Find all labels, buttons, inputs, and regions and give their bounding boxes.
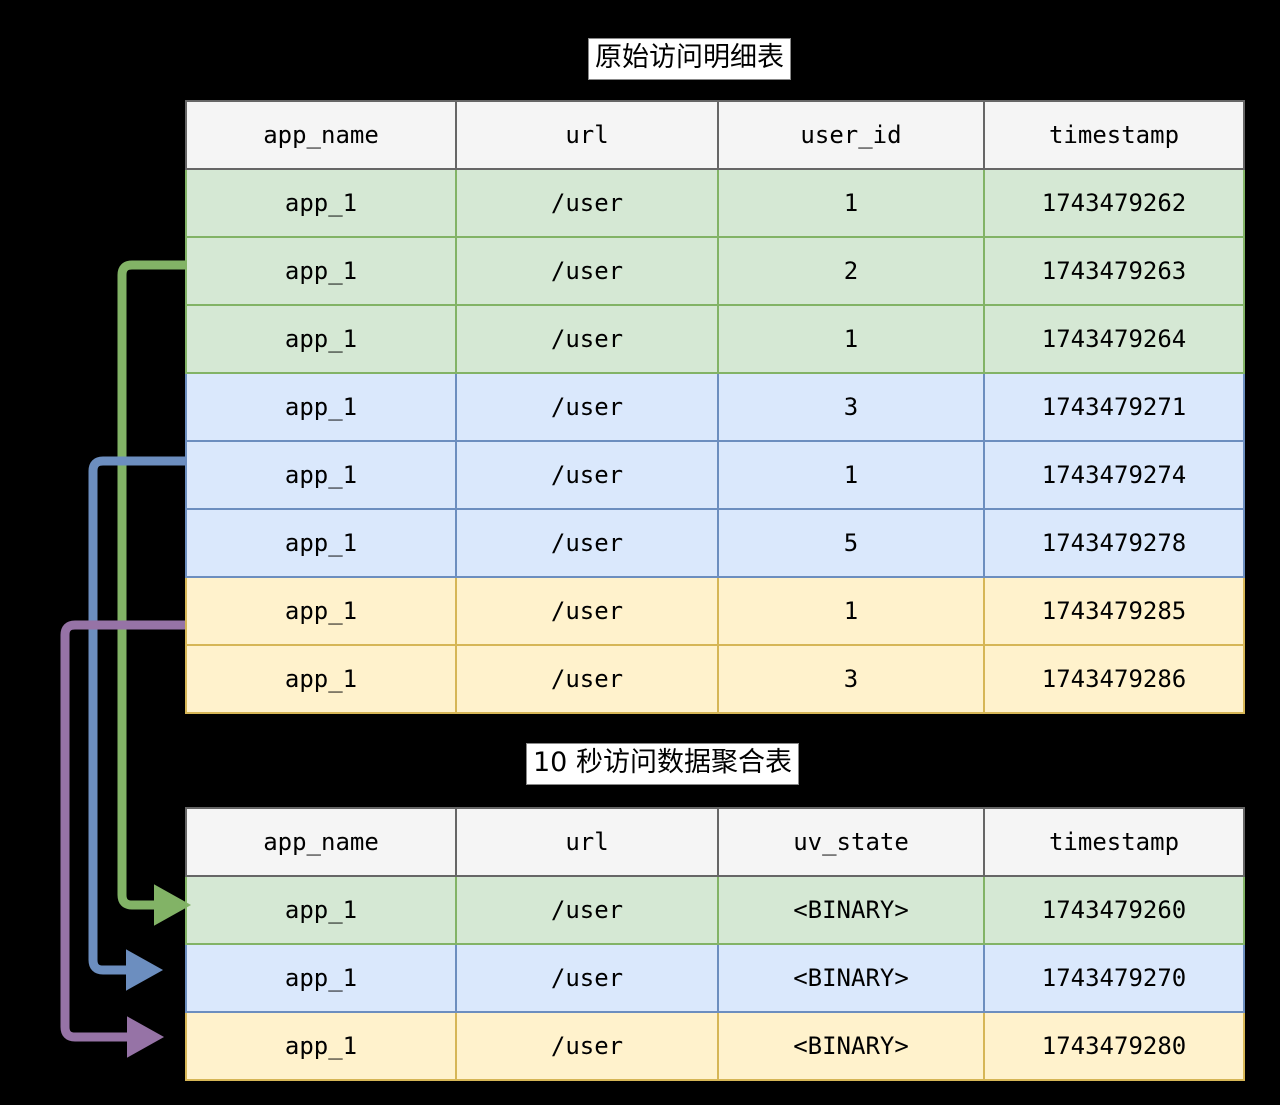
- table-row: app_1 /user 3 1743479271: [185, 372, 1245, 442]
- detail-header-app-name: app_name: [185, 100, 457, 170]
- cell-app-name: app_1: [185, 576, 457, 646]
- cell-app-name: app_1: [185, 943, 457, 1013]
- detail-header-timestamp: timestamp: [983, 100, 1245, 170]
- table-row: app_1 /user 1 1743479274: [185, 440, 1245, 510]
- detail-table-title: 原始访问明细表: [588, 38, 791, 80]
- cell-app-name: app_1: [185, 168, 457, 238]
- cell-app-name: app_1: [185, 644, 457, 714]
- cell-user-id: 2: [717, 236, 985, 306]
- cell-timestamp: 1743479260: [983, 875, 1245, 945]
- cell-uv-state: <BINARY>: [717, 943, 985, 1013]
- aggregate-header-url: url: [455, 807, 719, 877]
- aggregate-header-app-name: app_name: [185, 807, 457, 877]
- cell-user-id: 3: [717, 644, 985, 714]
- cell-timestamp: 1743479278: [983, 508, 1245, 578]
- cell-timestamp: 1743479263: [983, 236, 1245, 306]
- table-row: app_1 /user <BINARY> 1743479260: [185, 875, 1245, 945]
- cell-url: /user: [455, 875, 719, 945]
- purple-group-arrow: [60, 620, 185, 1058]
- cell-app-name: app_1: [185, 875, 457, 945]
- table-row: app_1 /user 1 1743479262: [185, 168, 1245, 238]
- table-row: app_1 /user 2 1743479263: [185, 236, 1245, 306]
- cell-url: /user: [455, 372, 719, 442]
- cell-app-name: app_1: [185, 1011, 457, 1081]
- cell-uv-state: <BINARY>: [717, 1011, 985, 1081]
- table-row: app_1 /user 5 1743479278: [185, 508, 1245, 578]
- cell-url: /user: [455, 576, 719, 646]
- cell-url: /user: [455, 168, 719, 238]
- cell-app-name: app_1: [185, 236, 457, 306]
- table-row: app_1 /user 1 1743479264: [185, 304, 1245, 374]
- cell-app-name: app_1: [185, 304, 457, 374]
- cell-timestamp: 1743479274: [983, 440, 1245, 510]
- cell-app-name: app_1: [185, 508, 457, 578]
- table-row: app_1 /user <BINARY> 1743479280: [185, 1011, 1245, 1081]
- cell-url: /user: [455, 440, 719, 510]
- cell-app-name: app_1: [185, 372, 457, 442]
- cell-url: /user: [455, 304, 719, 374]
- cell-url: /user: [455, 236, 719, 306]
- detail-header-user-id: user_id: [717, 100, 985, 170]
- green-group-arrow: [117, 260, 192, 926]
- aggregate-table-header-row: app_name url uv_state timestamp: [185, 807, 1245, 877]
- table-row: app_1 /user <BINARY> 1743479270: [185, 943, 1245, 1013]
- cell-user-id: 3: [717, 372, 985, 442]
- cell-timestamp: 1743479280: [983, 1011, 1245, 1081]
- cell-user-id: 5: [717, 508, 985, 578]
- cell-timestamp: 1743479271: [983, 372, 1245, 442]
- cell-timestamp: 1743479285: [983, 576, 1245, 646]
- detail-table-header-row: app_name url user_id timestamp: [185, 100, 1245, 170]
- table-row: app_1 /user 3 1743479286: [185, 644, 1245, 714]
- cell-timestamp: 1743479286: [983, 644, 1245, 714]
- aggregate-table-title: 10 秒访问数据聚合表: [526, 743, 799, 785]
- cell-url: /user: [455, 1011, 719, 1081]
- cell-url: /user: [455, 508, 719, 578]
- cell-user-id: 1: [717, 168, 985, 238]
- cell-timestamp: 1743479262: [983, 168, 1245, 238]
- cell-url: /user: [455, 644, 719, 714]
- aggregate-table: app_name url uv_state timestamp app_1 /u…: [185, 807, 1245, 1081]
- cell-timestamp: 1743479270: [983, 943, 1245, 1013]
- table-row: app_1 /user 1 1743479285: [185, 576, 1245, 646]
- cell-user-id: 1: [717, 304, 985, 374]
- cell-uv-state: <BINARY>: [717, 875, 985, 945]
- aggregate-header-uv-state: uv_state: [717, 807, 985, 877]
- blue-group-arrow: [88, 456, 185, 991]
- cell-app-name: app_1: [185, 440, 457, 510]
- cell-user-id: 1: [717, 576, 985, 646]
- cell-url: /user: [455, 943, 719, 1013]
- detail-table: app_name url user_id timestamp app_1 /us…: [185, 100, 1245, 714]
- aggregate-header-timestamp: timestamp: [983, 807, 1245, 877]
- detail-header-url: url: [455, 100, 719, 170]
- cell-user-id: 1: [717, 440, 985, 510]
- cell-timestamp: 1743479264: [983, 304, 1245, 374]
